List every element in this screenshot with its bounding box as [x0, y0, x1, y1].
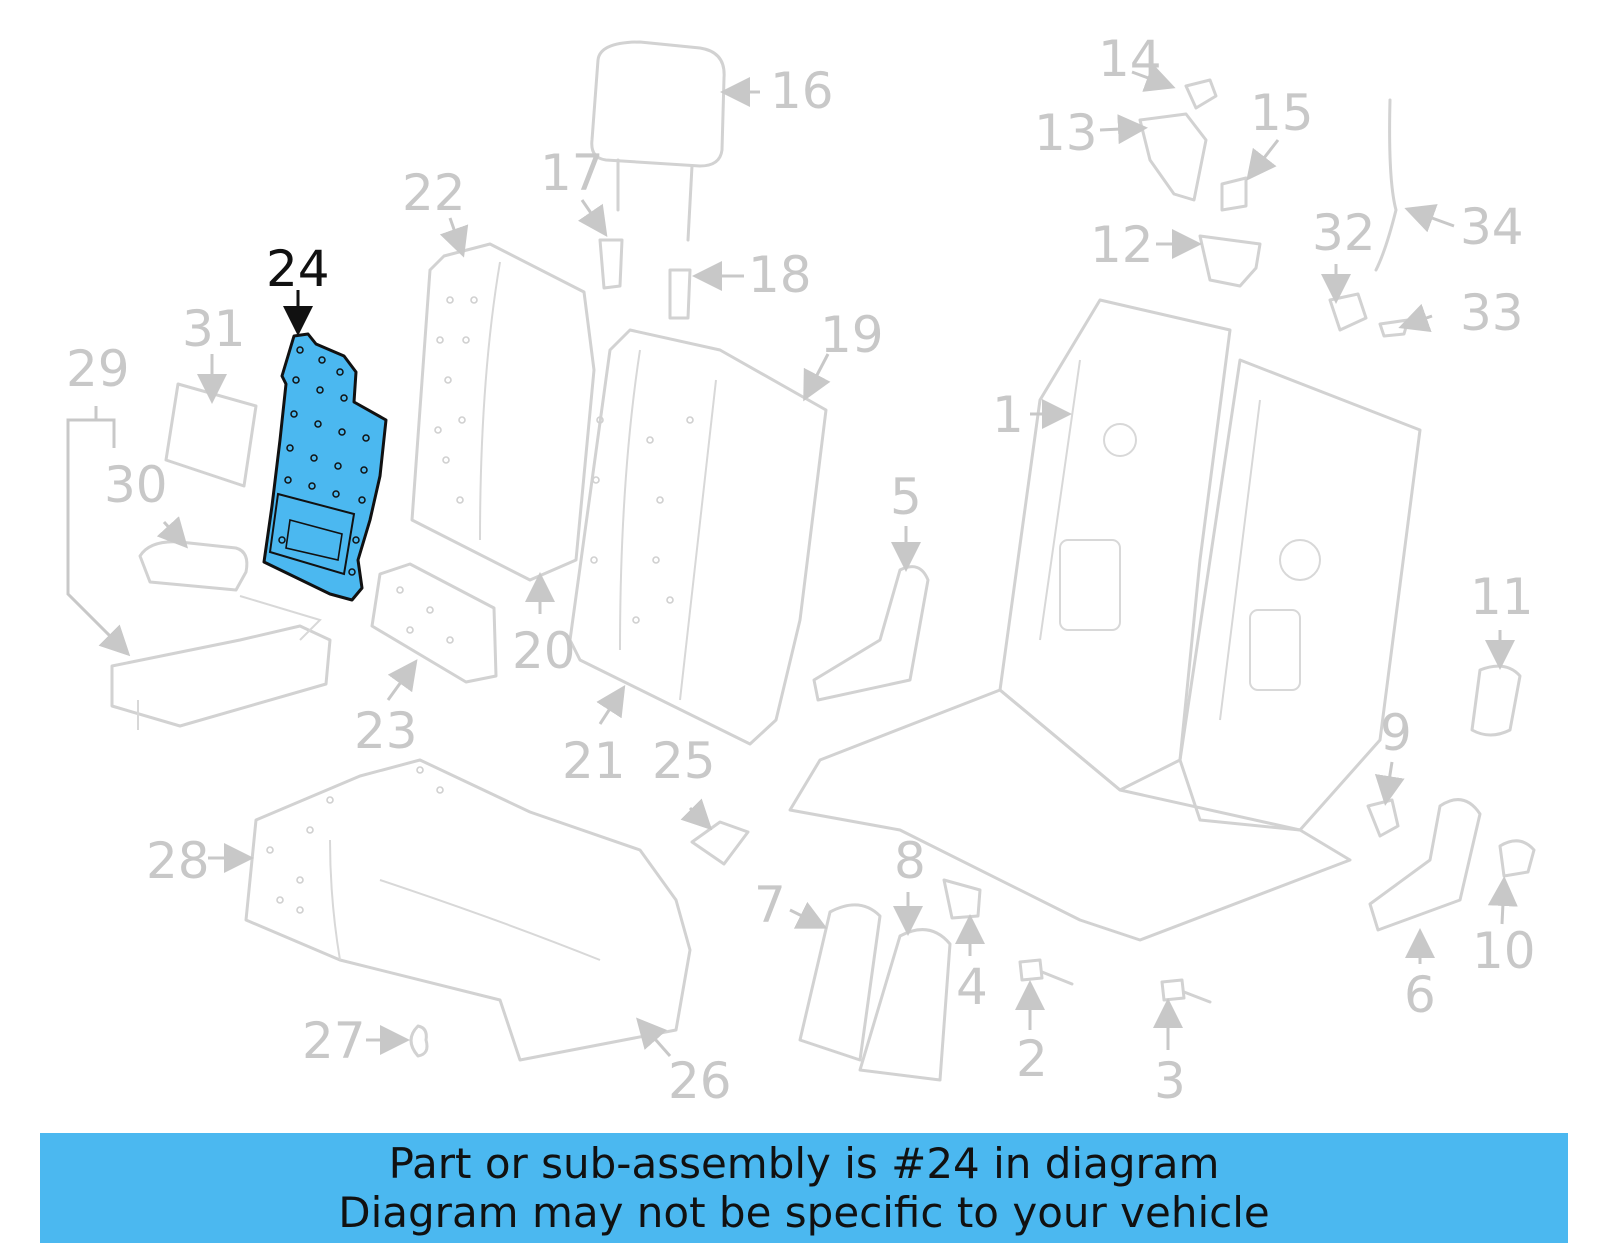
clip-25-part: [690, 820, 750, 866]
bolt-3-part: [1160, 978, 1212, 1004]
callout-28: 28: [146, 832, 210, 890]
callout-10: 10: [1472, 922, 1536, 980]
callout-22: 22: [402, 164, 466, 222]
callout-29: 29: [66, 340, 130, 398]
callout-labels: 1 2 3 4 5 6 7 8 9 10 11 12 13 14 15 16 1…: [66, 30, 1536, 1110]
pad-23-part: [370, 562, 498, 684]
highlighted-part-24: [262, 332, 388, 602]
callout-32: 32: [1312, 204, 1376, 262]
callout-34: 34: [1460, 198, 1524, 256]
callout-33: 33: [1460, 284, 1524, 342]
bolt-2-part: [1018, 958, 1074, 986]
cap-10-part: [1498, 839, 1536, 878]
callout-11: 11: [1470, 568, 1534, 626]
latch-12-part: [1198, 234, 1262, 288]
callout-2: 2: [1016, 1030, 1048, 1088]
callout-15: 15: [1250, 84, 1314, 142]
guide-18-part: [668, 268, 692, 320]
callout-19: 19: [820, 306, 884, 364]
cover-13-part: [1138, 112, 1208, 202]
callout-1: 1: [992, 386, 1024, 444]
seatback-cover-19-part: [568, 328, 828, 746]
cover-11-part: [1470, 664, 1522, 737]
armrest-29-part: [110, 595, 332, 730]
callout-20: 20: [512, 622, 576, 680]
callout-30: 30: [104, 456, 168, 514]
callout-5: 5: [890, 468, 922, 526]
banner-line-part: Part or sub-assembly is #24 in diagram: [388, 1139, 1220, 1188]
seat-cushion-26-part: [244, 758, 692, 1062]
callout-6: 6: [1404, 966, 1436, 1024]
knob-14-part: [1184, 78, 1218, 110]
leader-lines: [66, 63, 1518, 1057]
parts-diagram: 1 2 3 4 5 6 7 8 9 10 11 12 13 14 15 16 1…: [66, 30, 1536, 1110]
callout-12: 12: [1090, 216, 1154, 274]
guide-17-part: [598, 238, 624, 290]
trim-7-part: [798, 903, 882, 1062]
callout-8: 8: [894, 832, 926, 890]
seatback-pad-22-part: [410, 242, 596, 582]
cap-15-part: [1220, 176, 1248, 212]
trim-5-part: [812, 565, 930, 702]
callout-14: 14: [1098, 30, 1162, 88]
callout-26: 26: [668, 1052, 732, 1110]
callout-24: 24: [266, 240, 330, 298]
clip-9-part: [1366, 798, 1400, 838]
clip-27-part: [409, 1024, 429, 1058]
trim-6-part: [1368, 798, 1482, 932]
callout-27: 27: [302, 1012, 366, 1070]
seat-frame-1-part: [788, 298, 1422, 942]
callout-23: 23: [354, 702, 418, 760]
clip-4-part: [942, 878, 982, 920]
callout-25: 25: [652, 732, 716, 790]
callout-9: 9: [1380, 704, 1412, 762]
callout-7: 7: [754, 876, 786, 934]
callout-18: 18: [748, 246, 812, 304]
callout-16: 16: [770, 62, 834, 120]
info-banner: Part or sub-assembly is #24 in diagram D…: [40, 1133, 1568, 1243]
cupholder-30-part: [138, 540, 249, 592]
callout-3: 3: [1154, 1052, 1186, 1110]
banner-line-disclaimer: Diagram may not be specific to your vehi…: [338, 1188, 1270, 1237]
panel-31-part: [164, 382, 258, 488]
callout-31: 31: [182, 300, 246, 358]
callout-4: 4: [956, 958, 988, 1016]
headrest-part: [590, 40, 726, 242]
callout-21: 21: [562, 732, 626, 790]
callout-13: 13: [1034, 104, 1098, 162]
callout-17: 17: [540, 144, 604, 202]
